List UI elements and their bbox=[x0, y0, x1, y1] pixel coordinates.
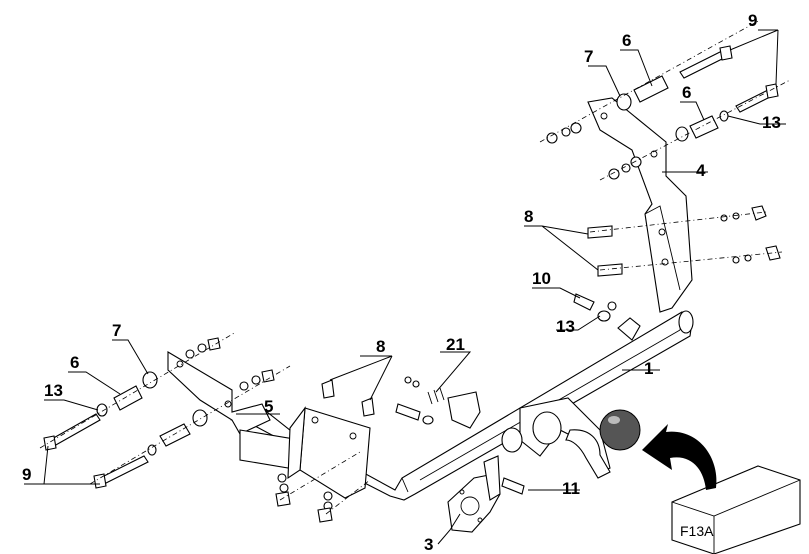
callout-6-top: 6 bbox=[622, 31, 631, 50]
callout-5: 5 bbox=[264, 397, 273, 416]
callout-7-left: 7 bbox=[112, 321, 121, 340]
middle-bracket bbox=[287, 406, 371, 499]
callout-13-middle: 13 bbox=[556, 317, 575, 336]
axis-lines bbox=[39, 19, 791, 515]
callout-9-top: 9 bbox=[748, 11, 757, 30]
fasteners bbox=[43, 45, 781, 523]
curved-arrow-icon bbox=[642, 424, 717, 490]
callouts: 9 6 7 6 13 4 8 10 13 1 11 3 21 8 7 6 13 … bbox=[22, 11, 781, 554]
package-box: F13A bbox=[671, 465, 801, 554]
callout-8-middle: 8 bbox=[376, 337, 385, 356]
callout-6-right: 6 bbox=[682, 83, 691, 102]
tow-ball-assembly bbox=[501, 397, 641, 479]
spring-clip bbox=[427, 387, 481, 429]
callout-11: 11 bbox=[562, 479, 580, 498]
callout-7-top: 7 bbox=[584, 47, 593, 66]
callout-10: 10 bbox=[532, 269, 551, 288]
left-bracket bbox=[167, 351, 301, 471]
callout-8-right: 8 bbox=[524, 207, 533, 226]
callout-9-left: 9 bbox=[22, 465, 31, 484]
callout-1: 1 bbox=[644, 359, 653, 378]
leader-lines bbox=[24, 29, 786, 545]
callout-13-top: 13 bbox=[762, 113, 781, 132]
callout-3: 3 bbox=[424, 535, 433, 554]
package-label: F13A bbox=[680, 523, 714, 539]
callout-13-left: 13 bbox=[44, 381, 63, 400]
socket-plate bbox=[447, 455, 501, 533]
right-side-plate bbox=[587, 97, 693, 313]
callout-6-left: 6 bbox=[70, 353, 79, 372]
callout-4: 4 bbox=[696, 161, 706, 180]
callout-21: 21 bbox=[446, 335, 465, 354]
